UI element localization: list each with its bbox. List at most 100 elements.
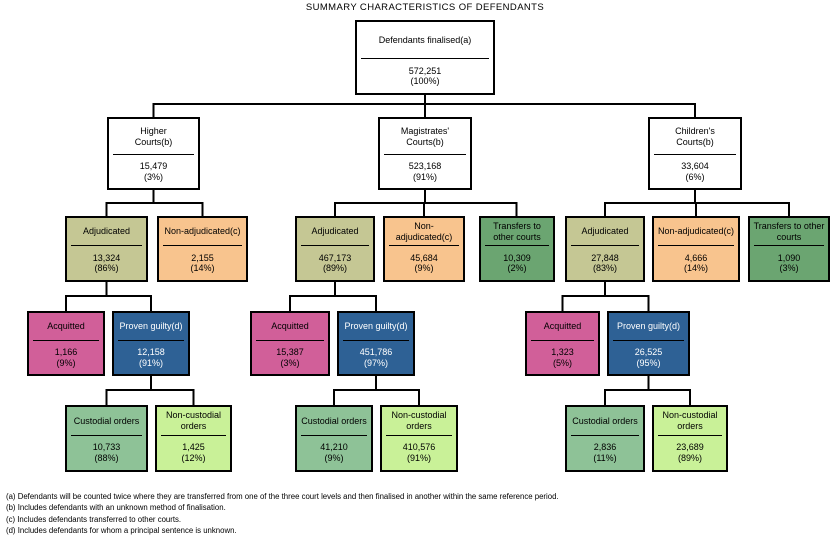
node-value: 1,323	[551, 347, 574, 357]
node-label: Adjudicated	[581, 226, 629, 237]
node-magistrates-non-adjudicated: Non-adjudicated(c) 45,684 (9%)	[383, 216, 465, 282]
node-label: Acquitted	[47, 321, 85, 332]
node-label: Adjudicated	[311, 226, 359, 237]
footnote-d: (d) Includes defendants for whom a princ…	[6, 525, 237, 535]
node-pct: (88%)	[94, 452, 119, 463]
node-childrens-proven-guilty: Proven guilty(d) 26,525 (95%)	[607, 311, 690, 376]
node-value: 2,155	[191, 252, 214, 263]
node-childrens-non-adjudicated: Non-adjudicated(c) 4,666 (14%)	[652, 216, 740, 282]
node-value: 10,309	[503, 252, 531, 263]
node-pct: (9%)	[324, 452, 344, 463]
node-label: Non-adjudicated(c)	[164, 226, 241, 237]
node-magistrates-acquitted: Acquitted 15,387 (3%)	[250, 311, 330, 376]
node-divider	[161, 434, 226, 436]
node-pct: (97%)	[363, 357, 388, 368]
node-pct: (91%)	[412, 171, 437, 182]
node-label: Non-custodial orders	[391, 410, 447, 431]
node-value: 1,090	[777, 252, 801, 263]
node-label: Non-custodial orders	[165, 410, 222, 431]
node-label: Adjudicated	[82, 226, 131, 237]
footnote-b: (b) Includes defendants with an unknown …	[6, 503, 226, 513]
node-divider	[384, 154, 466, 156]
node-value: 10,733	[92, 442, 121, 453]
node-label: Higher Courts(b)	[134, 126, 173, 147]
node-divider	[571, 245, 639, 247]
node-value: 41,210	[320, 442, 348, 453]
node-divider	[386, 434, 452, 436]
node-pct: (9%)	[414, 263, 434, 274]
node-divider	[754, 245, 824, 247]
node-pct: (89%)	[677, 452, 702, 463]
node-label: Proven guilty(d)	[119, 321, 183, 332]
node-divider	[256, 340, 324, 341]
chart-title: SUMMARY CHARACTERISTICS OF DEFENDANTS	[305, 2, 545, 13]
footnotes: (a) Defendants will be counted twice whe…	[6, 491, 826, 536]
node-value: 2,836	[593, 442, 617, 453]
node-value: 523,168	[408, 161, 442, 172]
node-higher-proven-guilty: Proven guilty(d) 12,158 (91%)	[112, 311, 190, 376]
node-divider	[113, 154, 194, 156]
node-value: 467,173	[318, 252, 352, 263]
node-childrens-custodial: Custodial orders 2,836 (11%)	[565, 405, 645, 472]
node-divider	[33, 340, 99, 341]
node-pct: (3%)	[143, 171, 163, 182]
node-magistrates-custodial: Custodial orders 41,210 (9%)	[295, 405, 373, 472]
node-higher-acquitted: Acquitted 1,166 (9%)	[27, 311, 105, 376]
node-divider	[361, 58, 489, 60]
node-value: 13,324	[92, 252, 121, 263]
node-value: 33,604	[681, 161, 709, 172]
node-pct: (91%)	[406, 452, 431, 463]
node-label: Custodial orders	[572, 415, 638, 426]
node-label: Proven guilty(d)	[616, 321, 681, 332]
node-childrens-courts: Children's Courts(b) 33,604 (6%)	[648, 117, 742, 190]
node-pct: (89%)	[322, 263, 347, 274]
node-label: Transfers to other courts	[753, 221, 825, 242]
node-pct: (11%)	[593, 452, 617, 463]
node-pct: (83%)	[592, 263, 617, 274]
node-divider	[301, 245, 369, 247]
node-pct: (3%)	[280, 357, 300, 368]
node-divider	[71, 245, 142, 247]
node-divider	[613, 340, 684, 341]
node-value: 1,166	[54, 347, 78, 357]
node-childrens-adjudicated: Adjudicated 27,848 (83%)	[565, 216, 645, 282]
node-divider	[654, 154, 736, 156]
node-childrens-non-custodial: Non-custodial orders 23,689 (89%)	[652, 405, 728, 472]
node-label: Children's Courts(b)	[675, 126, 715, 147]
node-higher-non-adjudicated: Non-adjudicated(c) 2,155 (14%)	[157, 216, 248, 282]
node-label: Custodial orders	[73, 415, 140, 426]
node-pct: (86%)	[94, 263, 119, 274]
node-divider	[343, 340, 409, 341]
node-value: 26,525	[634, 347, 663, 357]
node-magistrates-non-custodial: Non-custodial orders 410,576 (91%)	[380, 405, 458, 472]
node-value: 1,425	[182, 442, 205, 453]
node-divider	[531, 340, 594, 341]
node-pct: (14%)	[190, 263, 215, 274]
node-value: 410,576	[402, 442, 436, 453]
node-value: 15,479	[139, 161, 168, 172]
node-value: 451,786	[359, 347, 393, 357]
node-pct: (6%)	[685, 171, 705, 182]
node-label: Proven guilty(d)	[344, 321, 408, 332]
node-value: 4,666	[684, 252, 708, 263]
node-defendants-finalised: Defendants finalised(a) 572,251 (100%)	[355, 20, 495, 95]
node-label: Magistrates' Courts(b)	[400, 126, 450, 147]
node-divider	[163, 245, 242, 247]
node-label: Acquitted	[543, 321, 582, 332]
node-higher-adjudicated: Adjudicated 13,324 (86%)	[65, 216, 148, 282]
node-label: Non-custodial orders	[662, 410, 718, 431]
node-value: 23,689	[676, 442, 704, 453]
node-higher-non-custodial: Non-custodial orders 1,425 (12%)	[155, 405, 232, 472]
node-divider	[658, 245, 734, 247]
node-value: 15,387	[276, 347, 304, 357]
node-magistrates-courts: Magistrates' Courts(b) 523,168 (91%)	[378, 117, 472, 190]
node-higher-custodial: Custodial orders 10,733 (88%)	[65, 405, 148, 472]
node-pct: (2%)	[507, 263, 527, 274]
node-label: Transfers to other courts	[493, 221, 541, 242]
node-label: Defendants finalised(a)	[378, 34, 472, 45]
node-label: Acquitted	[271, 321, 309, 332]
node-childrens-transfers: Transfers to other courts 1,090 (3%)	[748, 216, 830, 282]
node-value: 572,251	[408, 65, 442, 76]
